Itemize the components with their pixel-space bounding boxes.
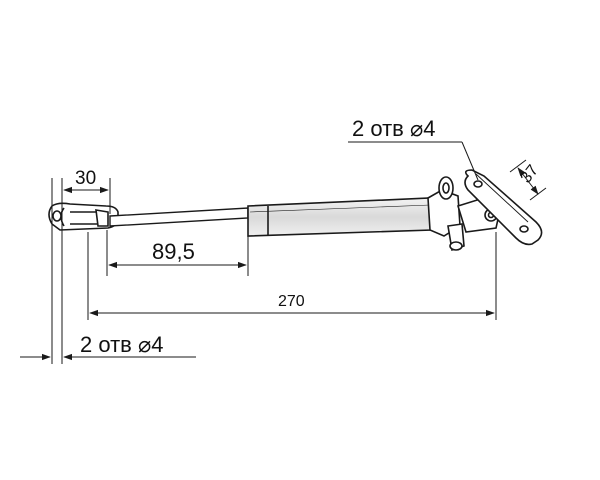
dim-text-37: 37: [518, 162, 542, 187]
dim-text-89-5: 89,5: [152, 239, 195, 264]
dimension-lines: [20, 141, 539, 361]
left-mounting-bracket: [48, 202, 119, 231]
hole-note-top-right: 2 отв ⌀4: [352, 116, 435, 141]
right-mounting-plate: [464, 169, 543, 246]
extension-lines: [51, 159, 547, 364]
dim-text-30: 30: [75, 168, 96, 189]
right-hinge-assembly: [427, 176, 501, 252]
cylinder-body: [247, 197, 433, 237]
dim-text-270: 270: [278, 293, 305, 310]
dim-line-37: [517, 167, 539, 195]
piston-rod: [109, 207, 249, 227]
hole-note-bottom-left: 2 отв ⌀4: [80, 332, 163, 357]
